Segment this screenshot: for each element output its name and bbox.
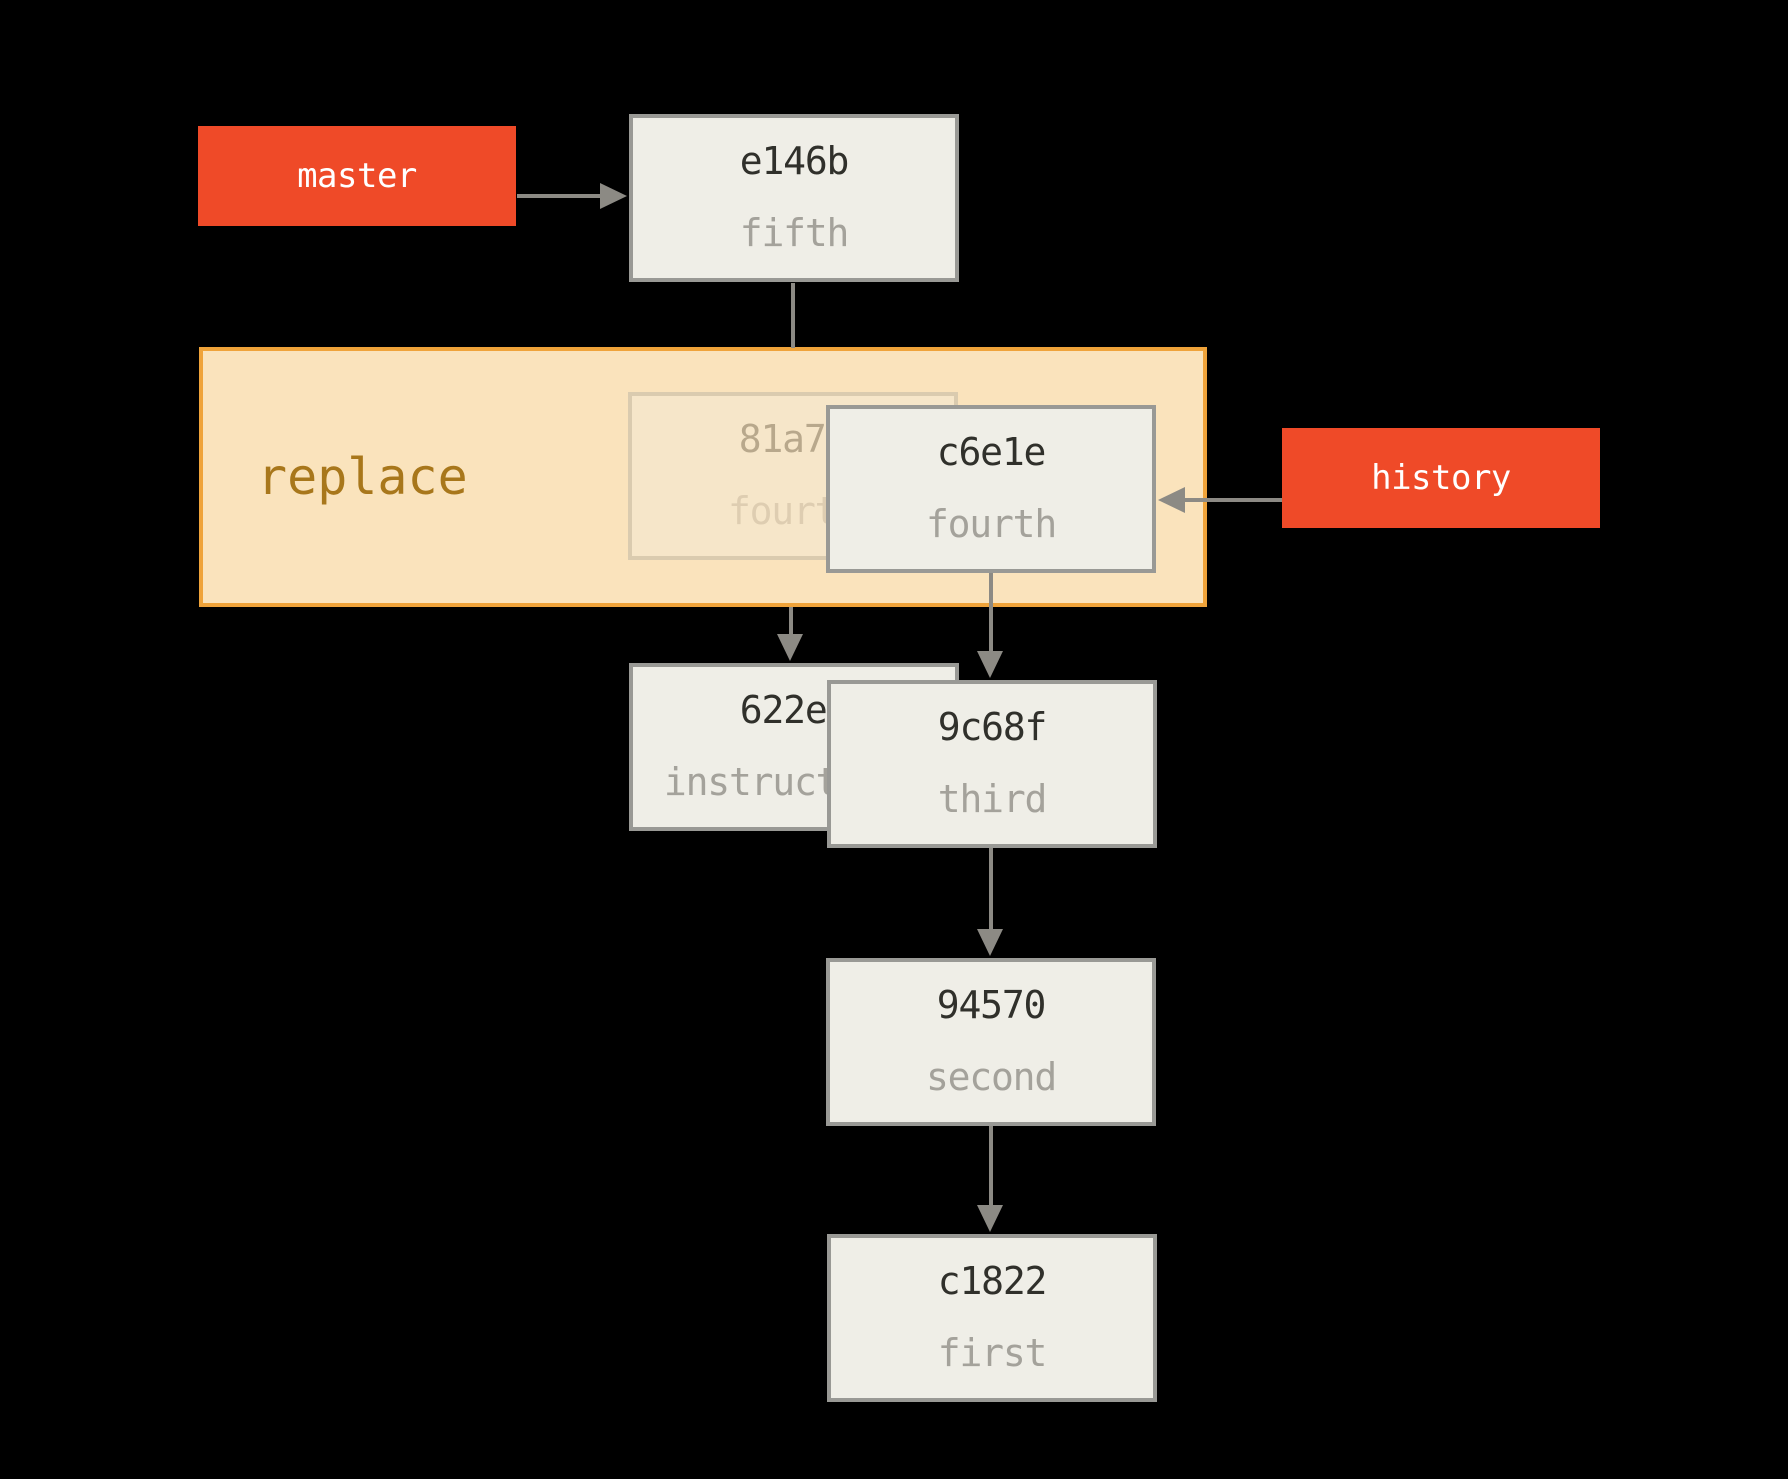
arrow-9c68f-to-94570-line xyxy=(989,848,993,930)
commit-hash: 9c68f xyxy=(937,705,1048,750)
commit-message: first xyxy=(937,1331,1048,1376)
branch-label-history: history xyxy=(1282,428,1600,528)
commit-hash: e146b xyxy=(739,139,850,184)
commit-message: third xyxy=(937,777,1048,822)
commit-box-e146b: e146b fifth xyxy=(629,114,959,282)
commit-message: fifth xyxy=(739,211,850,256)
commit-message: second xyxy=(925,1055,1057,1100)
arrow-94570-to-c1822-head xyxy=(977,1205,1003,1232)
connector-e146b-to-replace-region xyxy=(791,283,795,348)
commit-box-c6e1e: c6e1e fourth xyxy=(826,405,1156,573)
branch-label-master-text: master xyxy=(297,156,417,196)
branch-label-master: master xyxy=(198,126,516,226)
arrow-c6e1e-to-9c68f-head xyxy=(977,651,1003,678)
commit-message: fourth xyxy=(925,502,1057,547)
commit-hash: 94570 xyxy=(936,983,1047,1028)
arrow-9c68f-to-94570-head xyxy=(977,929,1003,956)
arrow-history-to-c6e1e-head xyxy=(1158,486,1185,513)
commit-box-94570: 94570 second xyxy=(826,958,1156,1126)
branch-label-history-text: history xyxy=(1371,458,1511,498)
commit-hash: c1822 xyxy=(937,1259,1048,1304)
arrow-c6e1e-to-9c68f-line xyxy=(989,573,993,652)
replace-region-label: replace xyxy=(257,448,468,506)
arrow-replace-to-622e8-line xyxy=(789,607,793,635)
commit-hash: c6e1e xyxy=(936,430,1047,475)
arrow-replace-to-622e8-head xyxy=(777,634,803,661)
commit-box-9c68f: 9c68f third xyxy=(827,680,1157,848)
arrow-94570-to-c1822-line xyxy=(989,1126,993,1206)
commit-box-c1822: c1822 first xyxy=(827,1234,1157,1402)
arrow-history-to-c6e1e-line xyxy=(1185,498,1282,502)
arrow-master-to-e146b-line xyxy=(517,194,603,198)
arrow-master-to-e146b-head xyxy=(600,182,627,209)
